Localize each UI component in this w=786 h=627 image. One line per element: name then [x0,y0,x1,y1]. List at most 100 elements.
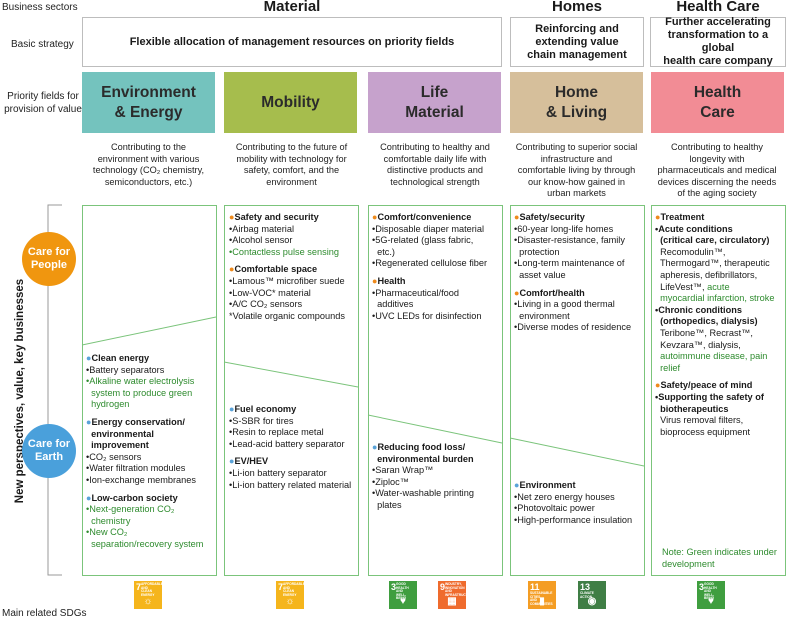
cell-line: Teribone™, Recrast™, [655,328,774,340]
cell-text: relief [655,362,681,373]
cell-text: (orthopedics, dialysis) [655,316,758,327]
cell-text: Safety/security [519,212,585,222]
cubes-icon: ▦ [447,596,457,607]
cell-line: •Water filtration modules [86,463,203,475]
bullet-dot-icon: ● [86,492,92,503]
sdg-3-icon: 3 GOOD HEALTH AND WELL-BEING♥ [697,581,725,609]
field-home-living: Home & Living [510,72,643,133]
cell-line: •Airbag material [229,224,345,236]
cell-text: •Lead-acid battery separator [229,438,345,449]
bullet-dot-icon: ● [514,480,520,490]
cell-line: •Li-ion battery separator [229,468,351,480]
cell-text: •Disposable diaper material [372,223,484,234]
cell-line: chemistry [86,516,203,528]
contribution-health: Contributing to healthy longevity with p… [657,142,777,198]
sdg-number: 9 [440,582,446,592]
cell-line: hydrogen [86,399,203,411]
cell-text: •5G-related (glass fabric, [372,235,474,246]
cell-text: Clean energy [91,353,150,363]
cell-text: •Ziploc™ [372,476,409,487]
cell-text: •High-performance insulation [514,514,633,525]
sdg-label: GOOD HEALTH AND WELL-BEING [396,582,409,601]
cell-text: protection [514,246,560,257]
cell-text: •UVC LEDs for disinfection [372,310,482,321]
strategy-homes: Reinforcing and extending value chain ma… [510,17,644,67]
development-note: Note: Green indicates under development [662,547,777,569]
cell-line: •Ziploc™ [372,477,474,489]
cell-text: Recomodulin™, [655,246,726,257]
cell-line: ●Safety/peace of mind [655,380,774,392]
sdg-7-icon: 7 AFFORDABLE AND CLEAN ENERGY☼ [134,581,163,609]
cell-text: asset value [514,269,566,280]
cell-line: •Saran Wrap™ [372,465,474,477]
bullet-dot-icon: ● [86,416,92,427]
cell-text: *Volatile organic compounds [229,310,345,321]
diagonal-home [509,437,645,467]
cell-line: ●Comfort/convenience [372,212,487,224]
cell-text: Comfort/convenience [377,212,472,222]
cell-text: Kevzara™, dialysis, [655,339,741,350]
cell-line: plates [372,500,474,512]
cell-text: Thermogard™, therapeutic [655,258,770,269]
cell-text: •Resin to replace metal [229,427,324,438]
cell-text: environment [514,310,570,321]
eye-icon: ◉ [587,596,597,607]
cell-text: chemistry [86,515,131,526]
cell-line: •Water-washable printing [372,488,474,500]
cell-line: environmental [86,429,203,441]
cell-text: additives [372,299,414,310]
bullet-dot-icon: ● [514,212,520,222]
cell-text: environmental burden [372,453,474,464]
cell-text: •Disaster-resistance, family [514,235,625,246]
row-label-sdgs: Main related SDGs [2,608,87,619]
cell-line: •Long-term maintenance of [514,258,631,270]
cell-line: relief [655,363,774,375]
bullet-dot-icon: ● [372,212,378,222]
care-for-earth-circle: Care for Earth [22,424,76,478]
cell-line: •Ion-exchange membranes [86,475,203,487]
cell-line: •Alkaline water electrolysis [86,376,203,388]
sector-material: Material [263,0,321,15]
sdg-9-icon: 9 INDUSTRY, INNOVATION AND INFRASTRUCTUR… [438,581,475,609]
cell-mobility-people: ●Safety and security•Airbag material•Alc… [229,212,345,322]
cell-line: •Disposable diaper material [372,224,487,236]
cell-text: EV/HEV [234,456,269,467]
cell-line: ●Fuel economy [229,404,351,416]
cell-text: Health [377,275,406,286]
cell-line: improvement [86,440,203,452]
sector-health: Health Care [676,0,760,15]
cell-line: etc.) [372,247,487,259]
cell-text: •Li-ion battery separator [229,467,327,478]
cell-line: Virus removal filters, [655,415,774,427]
cell-text: •Contactless pulse sensing [229,246,339,257]
cell-text: •Photovoltaic power [514,503,595,514]
cell-text: etc.) [372,246,395,257]
bullet-dot-icon: ● [655,212,661,222]
column-box-environment [82,205,217,576]
cell-line: ●Safety and security [229,212,345,224]
diagonal-mobility [223,361,359,388]
sdg-number: 7 [136,582,142,592]
cell-line: •Li-ion battery related material [229,480,351,492]
cell-line: protection [514,247,631,259]
cell-health-care: ●Treatment•Acute conditions (critical ca… [655,212,774,438]
field-life-material: Life Material [368,72,501,133]
cell-text: •Next-generation CO₂ [86,504,175,515]
cell-text: •Long-term maintenance of [514,258,625,269]
cell-line: •Disaster-resistance, family [514,235,631,247]
cell-text: Virus removal filters, [655,415,744,426]
cell-text: Safety and security [234,212,319,222]
cell-text: improvement [86,440,149,451]
cell-text: LifeVest™, [655,281,708,292]
row-label-priority: Priority fields for provision of value [4,91,82,115]
sdg-3-icon: 3 GOOD HEALTH AND WELL-BEING♥ [389,581,417,609]
cell-line: asset value [514,270,631,282]
sdg-label: INDUSTRY, INNOVATION AND INFRASTRUCTURE [445,582,475,597]
cell-text: system to produce green [86,387,193,398]
cell-environment-earth: ●Clean energy•Battery separators•Alkalin… [86,353,203,551]
cell-line: ●Low-carbon society [86,493,203,505]
bullet-dot-icon: ● [229,456,235,467]
cell-text: •A/C CO₂ sensors [229,299,303,310]
row-label-sectors: Business sectors [2,2,78,13]
cell-text: •Net zero energy houses [514,491,615,502]
